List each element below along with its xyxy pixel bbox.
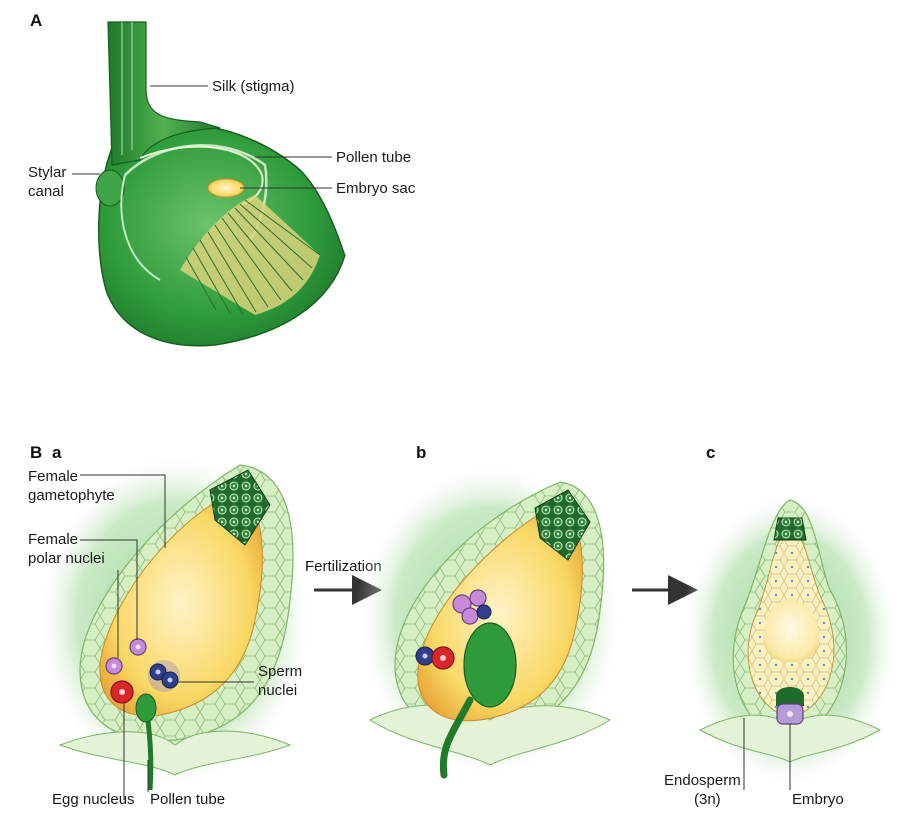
female-polar-label-line2: polar nuclei bbox=[28, 550, 105, 567]
endosperm-label-line2: (3n) bbox=[694, 791, 721, 808]
embryo-sac-label: Embryo sac bbox=[336, 180, 416, 197]
embryo-label: Embryo bbox=[792, 791, 844, 808]
panel-b-letter: B bbox=[30, 443, 42, 462]
subpanel-b-letter: b bbox=[416, 443, 426, 462]
subpanel-a-letter: a bbox=[52, 443, 62, 462]
endosperm-label-line1: Endosperm bbox=[664, 772, 741, 789]
subpanel-c-letter: c bbox=[706, 443, 715, 462]
panel-a-letter: A bbox=[30, 11, 42, 30]
kernel-illustration bbox=[95, 21, 346, 347]
developing-seed bbox=[680, 490, 900, 790]
female-polar-label-line1: Female bbox=[28, 531, 78, 548]
stylar-label-line2: canal bbox=[28, 183, 64, 200]
female-gametophyte-label-line2: gametophyte bbox=[28, 487, 115, 504]
sperm-label-line2: nuclei bbox=[258, 682, 297, 699]
sperm-label-line1: Sperm bbox=[258, 663, 302, 680]
silk-label: Silk (stigma) bbox=[212, 78, 295, 95]
female-gametophyte-leader bbox=[80, 474, 166, 548]
egg-nucleus-label: Egg nucleus bbox=[52, 791, 135, 808]
pollen-tube-label-a: Pollen tube bbox=[336, 149, 411, 166]
pollen-tube-label-b: Pollen tube bbox=[150, 791, 225, 808]
ovule-before-fertilization bbox=[35, 450, 315, 791]
stylar-label-line1: Stylar bbox=[28, 164, 66, 181]
female-polar-leader bbox=[80, 539, 138, 640]
female-gametophyte-label-line1: Female bbox=[28, 468, 78, 485]
ovule-during-fertilization bbox=[355, 460, 625, 780]
